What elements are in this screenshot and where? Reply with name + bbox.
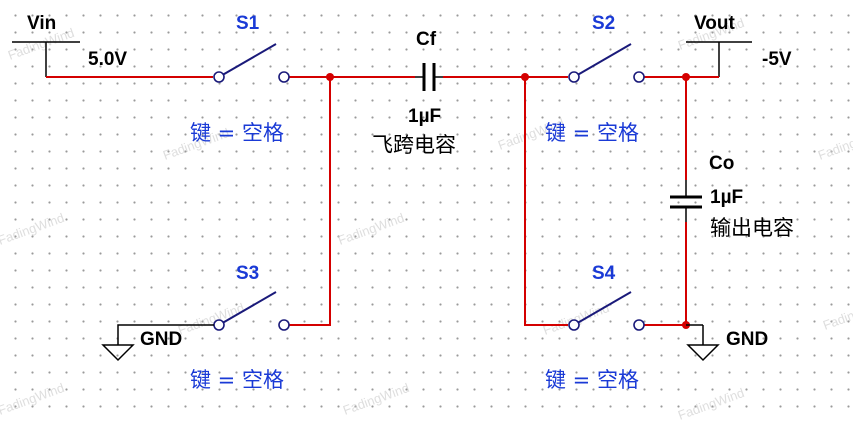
switch-contact <box>633 71 645 83</box>
wire-node-a-s3 <box>289 77 331 326</box>
switch-lever[interactable] <box>573 43 632 78</box>
cf-value: 1µF <box>408 106 441 127</box>
watermark-text: FadingWind <box>821 295 853 333</box>
junction-dot <box>326 73 334 81</box>
s4-label: S4 <box>592 263 616 284</box>
watermark-text: FadingWind <box>676 385 746 421</box>
switch-contact <box>213 71 225 83</box>
s1-key-hint: 键 = 空格 <box>190 121 284 145</box>
vout-terminal <box>686 41 752 77</box>
switch-lever[interactable] <box>218 291 277 326</box>
co-description: 输出电容 <box>710 216 794 240</box>
switch-s4[interactable] <box>568 291 645 331</box>
ground-symbol-left <box>101 344 135 362</box>
switch-lever[interactable] <box>218 43 277 78</box>
switch-contact <box>278 319 290 331</box>
s3-label: S3 <box>236 263 259 284</box>
co-value: 1µF <box>710 187 743 208</box>
switch-contact <box>278 71 290 83</box>
watermark-text: FadingWind <box>541 300 611 338</box>
watermark-text: FadingWind <box>816 125 853 163</box>
s3-key-hint: 键 = 空格 <box>190 368 284 392</box>
vout-voltage: -5V <box>762 49 792 70</box>
vin-voltage: 5.0V <box>88 49 127 70</box>
junction-dot <box>682 73 690 81</box>
switch-s2[interactable] <box>568 43 645 83</box>
switch-contact <box>568 319 580 331</box>
s1-label: S1 <box>236 13 260 34</box>
junction-dot <box>521 73 529 81</box>
capacitor-cf <box>415 63 443 91</box>
cf-description: 飞跨电容 <box>372 133 456 157</box>
switch-s3[interactable] <box>213 291 290 331</box>
switch-contact <box>213 319 225 331</box>
wire-node-b-s4 <box>524 77 568 326</box>
switch-lever[interactable] <box>573 291 632 326</box>
co-label: Co <box>709 153 734 174</box>
watermark-text: FadingWind <box>0 210 66 248</box>
vin-terminal <box>12 41 80 77</box>
wire-s3-gnd <box>117 324 214 345</box>
watermark-text: FadingWind <box>341 380 411 418</box>
ground-icon <box>686 344 720 362</box>
s2-label: S2 <box>592 13 615 34</box>
switch-contact <box>633 319 645 331</box>
watermark-text: FadingWind <box>336 210 406 248</box>
wire-network <box>46 76 719 326</box>
s2-key-hint: 键 = 空格 <box>545 121 639 145</box>
s4-key-hint: 键 = 空格 <box>545 368 639 392</box>
switch-contact <box>568 71 580 83</box>
gnd-right-label: GND <box>726 329 768 350</box>
capacitor-co <box>670 180 702 222</box>
vout-label: Vout <box>694 13 735 34</box>
watermark-text: FadingWind <box>176 300 246 338</box>
ground-symbol-right <box>686 324 720 362</box>
watermark-text: FadingWind <box>0 380 66 418</box>
cf-label: Cf <box>416 29 437 50</box>
gnd-left-label: GND <box>140 329 182 350</box>
vin-label: Vin <box>27 13 56 34</box>
ground-icon <box>101 344 135 362</box>
switch-s1[interactable] <box>213 43 290 83</box>
